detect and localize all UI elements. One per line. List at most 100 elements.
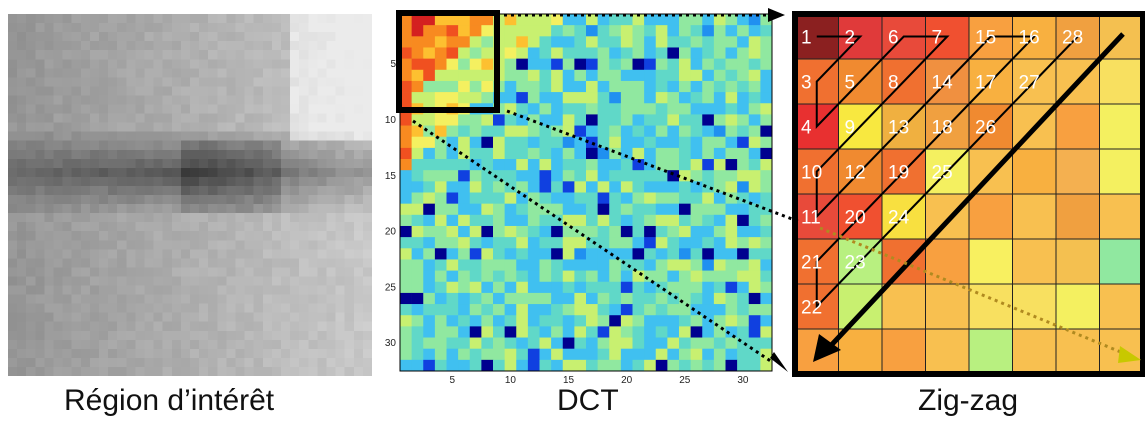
dct-cell (725, 92, 738, 104)
dct-cell (481, 214, 494, 227)
dct-cell (539, 181, 552, 193)
roi-caption: Région d’intérêt (64, 384, 275, 417)
dct-cell (702, 270, 715, 283)
dct-cell (679, 47, 691, 59)
dct-cell (458, 114, 471, 126)
dct-cell (760, 170, 773, 182)
dct-cell (539, 270, 552, 283)
dct-cell (481, 292, 494, 305)
dct-cell (458, 159, 471, 171)
dct-cell (655, 125, 668, 138)
dct-cell (655, 281, 668, 294)
dct-cell (597, 47, 610, 59)
dct-cell (679, 80, 691, 93)
dct-cell (655, 159, 668, 171)
dct-cell (713, 214, 726, 227)
dct-cell (632, 92, 645, 104)
dct-cell (760, 270, 773, 283)
dct-cell (400, 337, 412, 349)
dct-cell (411, 58, 424, 71)
dct-cell (725, 136, 738, 149)
dct-cell (609, 14, 622, 26)
zigzag-path-line (815, 35, 1079, 309)
dct-cell (446, 159, 459, 171)
dct-x-tick-label: 20 (621, 375, 633, 386)
dct-cell (400, 25, 412, 37)
dct-cell (434, 159, 447, 171)
zigzag-index-label: 23 (845, 253, 866, 274)
dct-cell (725, 125, 738, 138)
dct-cell (562, 181, 575, 193)
dct-cell (609, 203, 622, 216)
dct-cell (551, 58, 564, 71)
dct-cell (574, 270, 587, 283)
dct-cell (446, 359, 459, 372)
dct-cell (481, 225, 494, 238)
dct-cell (562, 203, 575, 216)
dct-cell (411, 237, 424, 249)
dct-cell (434, 348, 447, 361)
dct-cell (609, 36, 622, 48)
dct-cell (469, 125, 482, 138)
dct-cell (493, 326, 505, 338)
dct-cell (713, 192, 726, 204)
dct-cell (434, 181, 447, 193)
dct-cell (527, 270, 540, 283)
dct-cell (539, 237, 552, 249)
dct-cell (539, 337, 552, 349)
dct-cell (516, 315, 529, 327)
dct-cell (737, 136, 750, 149)
dct-cell (586, 14, 598, 26)
dct-cell (400, 80, 412, 93)
dct-cell (702, 58, 715, 71)
dct-cell (725, 315, 738, 327)
dct-cell (713, 203, 726, 216)
dct-cell (679, 259, 691, 271)
dct-cell (760, 214, 773, 227)
dct-cell (609, 270, 622, 283)
dct-cell (481, 92, 494, 104)
dct-cell (748, 159, 761, 171)
dct-cell (725, 36, 738, 48)
zigzag-cell (1099, 104, 1144, 150)
dct-cell (458, 80, 471, 93)
dct-x-tick-label: 5 (450, 375, 456, 386)
zigzag-frame (792, 11, 1145, 377)
dct-cell (632, 136, 645, 149)
dct-cell (400, 315, 412, 327)
dct-cell (690, 315, 703, 327)
dct-cell (574, 214, 587, 227)
zigzag-index-label: 19 (888, 163, 909, 184)
dct-cell (527, 237, 540, 249)
dct-cell (609, 80, 622, 93)
dct-cell (667, 248, 680, 260)
dct-cell (446, 69, 459, 82)
dct-cell (446, 181, 459, 193)
dct-cell (539, 214, 552, 227)
dct-cell (597, 170, 610, 182)
dct-cell (713, 125, 726, 138)
dct-cell (655, 170, 668, 182)
dct-cell (586, 203, 598, 216)
dct-cell (400, 225, 412, 238)
dct-cell (574, 114, 587, 126)
dct-cell (423, 270, 436, 283)
dct-x-tick-label: 10 (505, 375, 517, 386)
dct-cell (620, 348, 633, 361)
dct-cell (748, 14, 761, 26)
zigzag-index-label: 1 (801, 28, 812, 49)
dct-cell (655, 248, 668, 260)
dct-cell (632, 69, 645, 82)
dct-cell (667, 203, 680, 216)
zigzag-cell (925, 329, 970, 375)
dct-cell (504, 304, 517, 316)
dct-cell (574, 47, 587, 59)
dct-cell (597, 159, 610, 171)
dct-x-tick-label: 15 (563, 375, 575, 386)
dct-cell (574, 292, 587, 305)
zoom-connector-lines (412, 8, 1141, 372)
dct-y-tick-label: 25 (385, 282, 397, 293)
zigzag-index-label: 27 (1019, 73, 1040, 94)
dct-cell (690, 92, 703, 104)
